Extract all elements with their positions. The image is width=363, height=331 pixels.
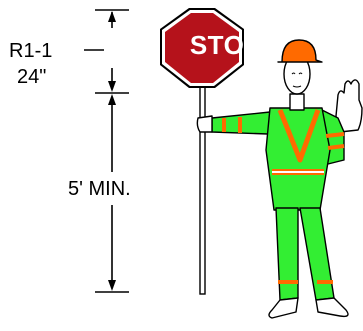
stop-sign bbox=[160, 8, 244, 88]
height-dim-bottom-arrow bbox=[108, 280, 116, 291]
right-leg bbox=[299, 207, 335, 301]
stop-sign-face bbox=[165, 13, 239, 83]
sign-code-label: R1-1 bbox=[9, 40, 53, 62]
vest-stripe-v bbox=[277, 109, 321, 163]
left-hand bbox=[196, 115, 213, 133]
height-dimension bbox=[95, 94, 129, 293]
stop-sign-label: STOP bbox=[189, 30, 263, 60]
hardhat bbox=[277, 39, 323, 63]
height-label: 5' MIN. bbox=[68, 178, 131, 200]
sign-dim-bottom-arrow bbox=[108, 81, 116, 92]
sleeve-stripes-right bbox=[325, 132, 345, 150]
flagger-figure bbox=[196, 39, 363, 319]
sign-dim-top-arrow bbox=[108, 11, 116, 22]
raised-hand bbox=[335, 79, 363, 133]
height-dim-top-arrow bbox=[108, 94, 116, 105]
neck bbox=[289, 93, 305, 111]
sign-size-dimension bbox=[84, 9, 129, 94]
left-leg bbox=[275, 207, 299, 301]
left-foot bbox=[268, 297, 299, 319]
sleeve-stripes-left bbox=[222, 117, 242, 133]
paddle-staff bbox=[199, 83, 206, 295]
sign-size-label: 24" bbox=[17, 66, 47, 88]
right-foot bbox=[315, 297, 349, 318]
face-features bbox=[291, 72, 303, 88]
